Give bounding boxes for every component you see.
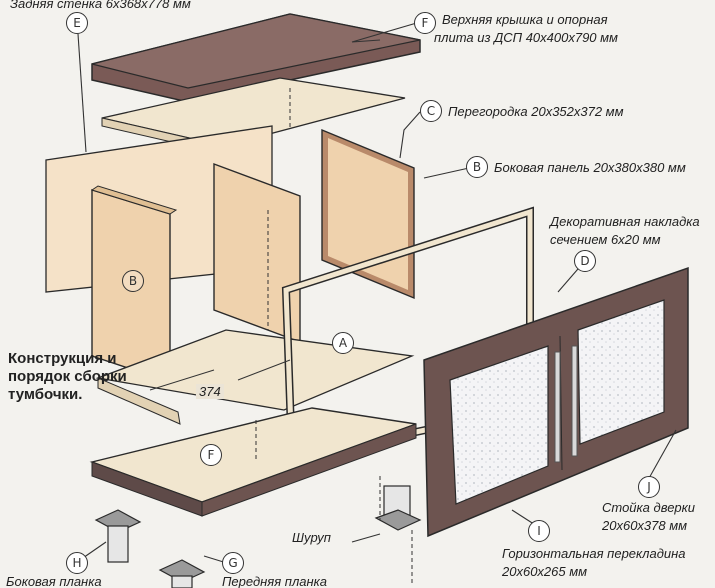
top-board-label-line2: плита из ДСП 40x400x790 мм [434,30,618,45]
lower-shelf [95,329,415,425]
furniture-leg-center [158,559,206,588]
overlay-label-line2: сечением 6x20 мм [550,232,661,247]
assembly-guides [149,88,413,585]
badge-j: J [638,476,660,498]
dimension-label: 374 [196,384,224,399]
door-stile-label-line1: Стойка дверки [602,500,696,515]
badge-a: A [332,332,354,354]
badge-i: I [528,520,550,542]
side-strip-label: Боковая планка [6,574,102,588]
partition-label: Перегородка 20x352x372 мм [448,104,624,119]
badge-b-left: B [122,270,144,292]
rail-label-line2: 20x60x265 мм [502,564,588,579]
badge-e: E [66,12,88,34]
badge-c: C [420,100,442,122]
overlay-label-line1: Декоративная накладка [550,214,700,229]
side-panel-label: Боковая панель 20x380x380 мм [494,160,686,175]
badge-g: G [222,552,244,574]
furniture-leg-right [374,485,422,531]
badge-b-right: B [466,156,488,178]
top-board-label-line1: Верхняя крышка и опорная [442,12,608,27]
rail-label-line1: Горизонтальная перекладина [502,546,686,561]
top-board [91,13,421,103]
badge-f-top: F [414,12,436,34]
badge-d: D [574,250,596,272]
door-assembly [423,266,689,538]
construction-note: Конструкция и порядок сборки тумбочки. [8,350,127,403]
badge-h: H [66,552,88,574]
furniture-leg-left [94,509,142,563]
door-stile-label-line2: 20x60x378 мм [602,518,688,533]
screw-label: Шуруп [292,530,331,545]
back-panel-label: Задняя стенка 6x368x778 мм [10,0,191,11]
front-strip-label: Передняя планка [222,574,328,588]
base-plate [89,407,417,517]
badge-f-base: F [200,444,222,466]
